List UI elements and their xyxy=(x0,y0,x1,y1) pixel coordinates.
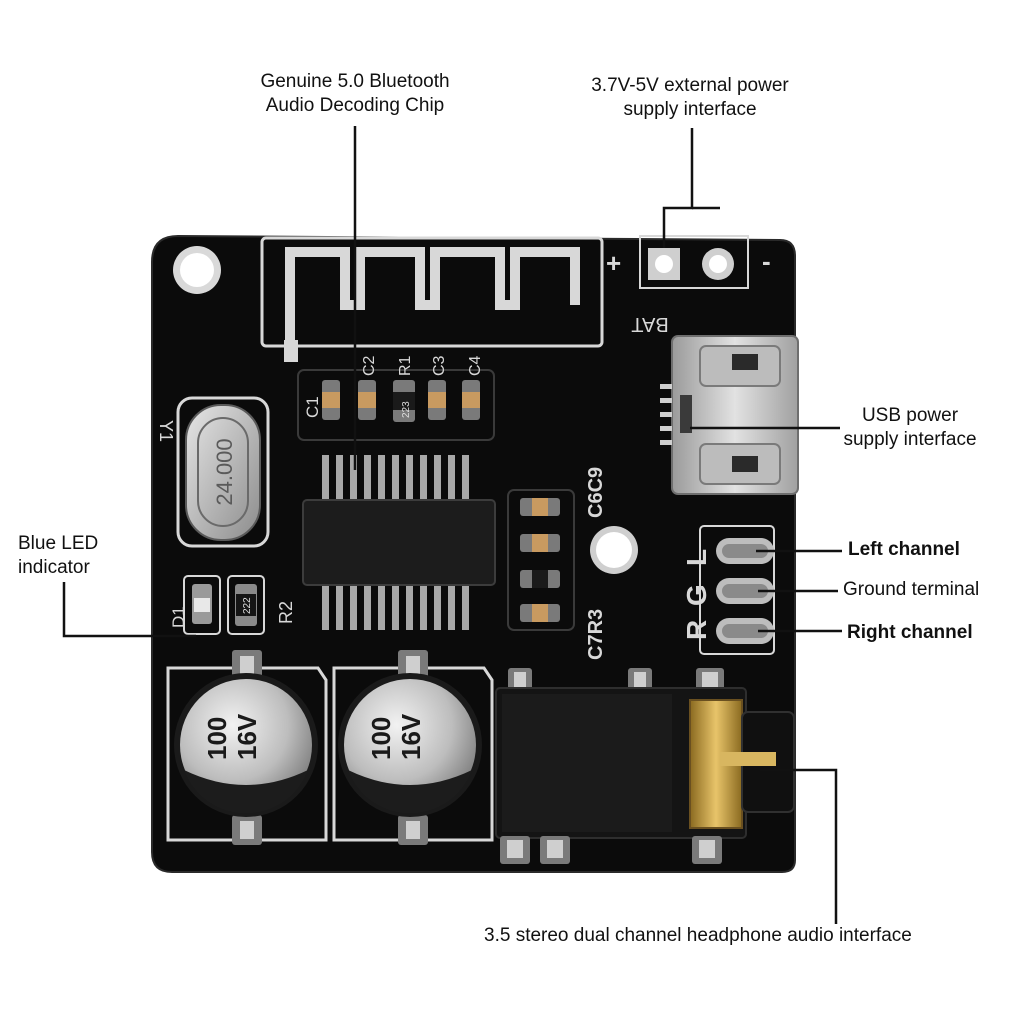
silk-y1: Y1 xyxy=(156,420,176,442)
smd-cap-column xyxy=(507,489,575,631)
silk-pin-l: L xyxy=(681,549,712,566)
silk-c7r3: C7R3 xyxy=(585,609,607,660)
silk-c4: C4 xyxy=(467,355,484,376)
power-annotation: 3.7V-5V external power supply interface xyxy=(560,74,820,122)
silk-r2-code: 222 xyxy=(242,597,253,614)
silk-c3: C3 xyxy=(431,355,448,376)
cap1-value: 100 xyxy=(202,717,232,760)
usb-annotation: USB power supply interface xyxy=(830,404,990,452)
silk-c2: C2 xyxy=(361,355,378,376)
right-channel-label: Right channel xyxy=(847,622,973,643)
led-annotation-line2: indicator xyxy=(18,557,90,578)
cap1-voltage: 16V xyxy=(232,713,262,760)
bluetooth-chip xyxy=(302,455,496,630)
usb-annotation-line1: USB power xyxy=(861,405,959,426)
silk-bat: BAT xyxy=(631,313,668,335)
battery-pads xyxy=(648,248,734,280)
silk-r1: R1 xyxy=(397,355,414,376)
silk-plus: + xyxy=(606,248,621,278)
chip-annotation-line1: Genuine 5.0 Bluetooth xyxy=(260,71,450,92)
crystal-oscillator xyxy=(185,404,261,541)
usb-annotation-line2: supply interface xyxy=(843,429,977,450)
chip-annotation: Genuine 5.0 Bluetooth Audio Decoding Chi… xyxy=(230,70,480,118)
cap2-voltage: 16V xyxy=(396,713,426,760)
usb-port xyxy=(660,335,799,495)
jack-annotation: 3.5 stereo dual channel headphone audio … xyxy=(484,925,912,946)
silk-pin-r: R xyxy=(681,620,712,640)
silk-minus: - xyxy=(762,246,771,276)
cap2-value: 100 xyxy=(366,717,396,760)
silk-r1-code: 223 xyxy=(401,401,412,418)
left-channel-label: Left channel xyxy=(848,539,960,560)
antenna-trace xyxy=(285,247,580,355)
power-annotation-line2: supply interface xyxy=(623,99,757,120)
electrolytic-capacitor-2 xyxy=(338,673,482,817)
silk-c6c9: C6C9 xyxy=(585,467,607,518)
silk-pin-g: G xyxy=(681,584,712,606)
silk-r2: R2 xyxy=(276,601,296,624)
led-annotation-line1: Blue LED xyxy=(18,533,99,554)
leader-lines xyxy=(62,126,842,924)
crystal-frequency: 24.000 xyxy=(212,438,237,505)
led-annotation: Blue LED indicator xyxy=(18,532,98,580)
power-annotation-line1: 3.7V-5V external power xyxy=(591,75,789,96)
silk-d1: D1 xyxy=(169,606,188,628)
audio-jack xyxy=(495,668,795,864)
silk-c1: C1 xyxy=(303,396,322,418)
chip-annotation-line2: Audio Decoding Chip xyxy=(265,95,445,116)
ground-terminal-label: Ground terminal xyxy=(843,579,980,600)
channel-pads xyxy=(716,538,774,644)
electrolytic-capacitor-1 xyxy=(174,673,318,817)
smd-cap-row xyxy=(322,380,480,422)
